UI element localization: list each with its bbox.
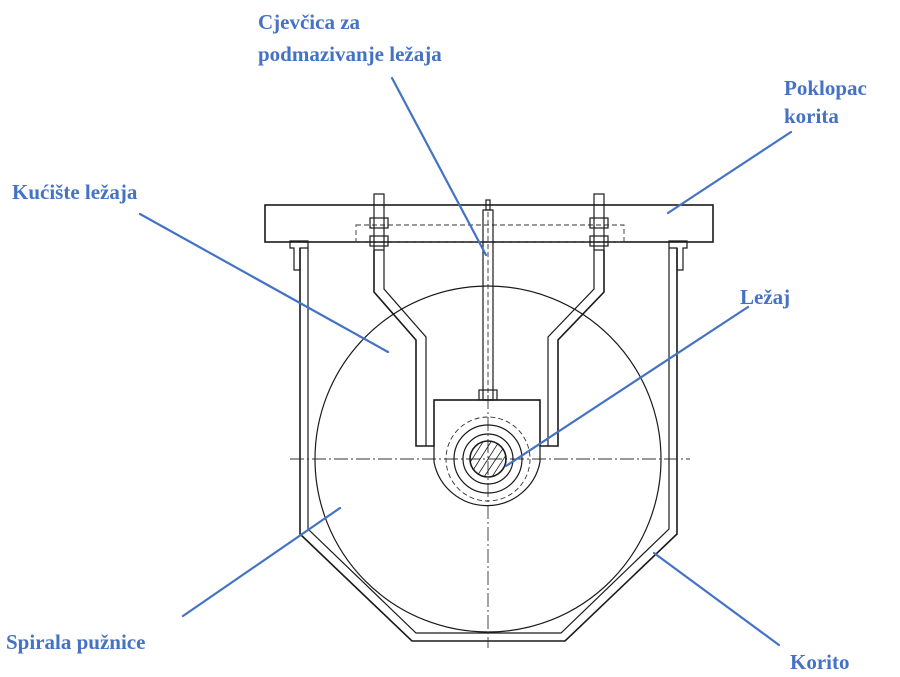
- trough-cover: [264, 204, 714, 243]
- bearing: [445, 416, 531, 502]
- leader-lines: [138, 76, 793, 647]
- lubrication-tube: [478, 199, 498, 401]
- label-spiral: Spirala pužnice: [6, 630, 146, 654]
- leader-housing: [138, 212, 390, 354]
- leader-cover: [666, 130, 793, 215]
- cover-bolts: [369, 193, 609, 251]
- label-housing: Kućište ležaja: [12, 180, 138, 204]
- label-bearing: Ležaj: [740, 285, 791, 309]
- bearing-housing: [373, 250, 605, 507]
- label-trough: Korito: [790, 650, 850, 674]
- leader-trough: [652, 551, 781, 647]
- leader-spiral: [181, 506, 342, 618]
- leader-tube: [390, 76, 488, 257]
- label-cover-line1: Poklopac: [784, 76, 867, 100]
- label-tube-line2: podmazivanje ležaja: [258, 42, 442, 66]
- leader-bearing: [504, 305, 750, 468]
- label-tube-line1: Cjevčica za: [258, 10, 361, 34]
- label-cover-line2: korita: [784, 104, 839, 128]
- trough: [289, 240, 688, 642]
